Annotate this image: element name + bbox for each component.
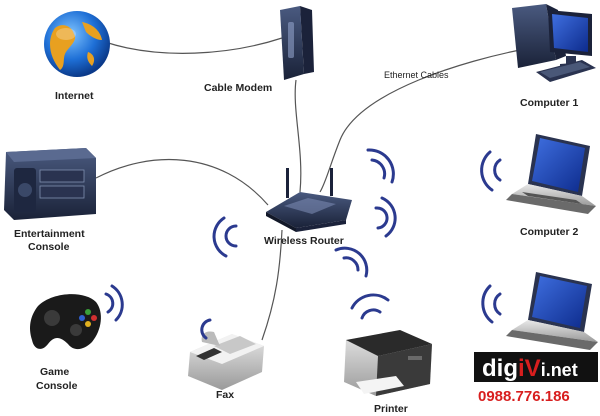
cable-modem-label: Cable Modem <box>204 82 272 94</box>
internet-label: Internet <box>55 90 94 102</box>
cable-entertainment-router <box>95 158 269 206</box>
watermark-phone: 0988.776.186 <box>478 388 570 405</box>
wireless-signal-arcs <box>104 148 502 340</box>
cable-computer1-router <box>319 49 521 193</box>
digivi-watermark: digiVi.net 0988.776.186 <box>474 352 598 405</box>
entertainment-console-label-line1: Entertainment <box>14 228 85 240</box>
fax-machine-icon <box>188 331 264 390</box>
cable-internet-modem <box>104 37 283 54</box>
internet-globe-icon <box>44 11 110 77</box>
cable-router-fax <box>261 229 283 341</box>
fax-label: Fax <box>216 389 234 401</box>
laptop-computer-3-icon <box>506 272 598 350</box>
ethernet-cables-label: Ethernet Cables <box>384 70 449 80</box>
entertainment-console-icon <box>4 148 96 220</box>
desktop-computer-icon <box>512 4 596 82</box>
wireless-router-icon <box>266 168 352 232</box>
watermark-brand: digiVi.net <box>482 355 578 382</box>
computer-1-label: Computer 1 <box>520 97 579 109</box>
cables <box>95 37 521 341</box>
cable-modem-router <box>294 79 302 193</box>
cable-modem-icon <box>280 6 314 80</box>
game-controller-icon <box>30 294 101 350</box>
printer-icon <box>344 330 432 396</box>
printer-label: Printer <box>374 403 408 415</box>
computer-2-label: Computer 2 <box>520 226 579 238</box>
game-console-label-line1: Game <box>40 366 69 378</box>
entertainment-console-label-line2: Console <box>28 241 70 253</box>
laptop-computer-2-icon <box>506 134 596 214</box>
game-console-label-line2: Console <box>36 380 78 392</box>
wireless-router-label: Wireless Router <box>264 235 344 247</box>
